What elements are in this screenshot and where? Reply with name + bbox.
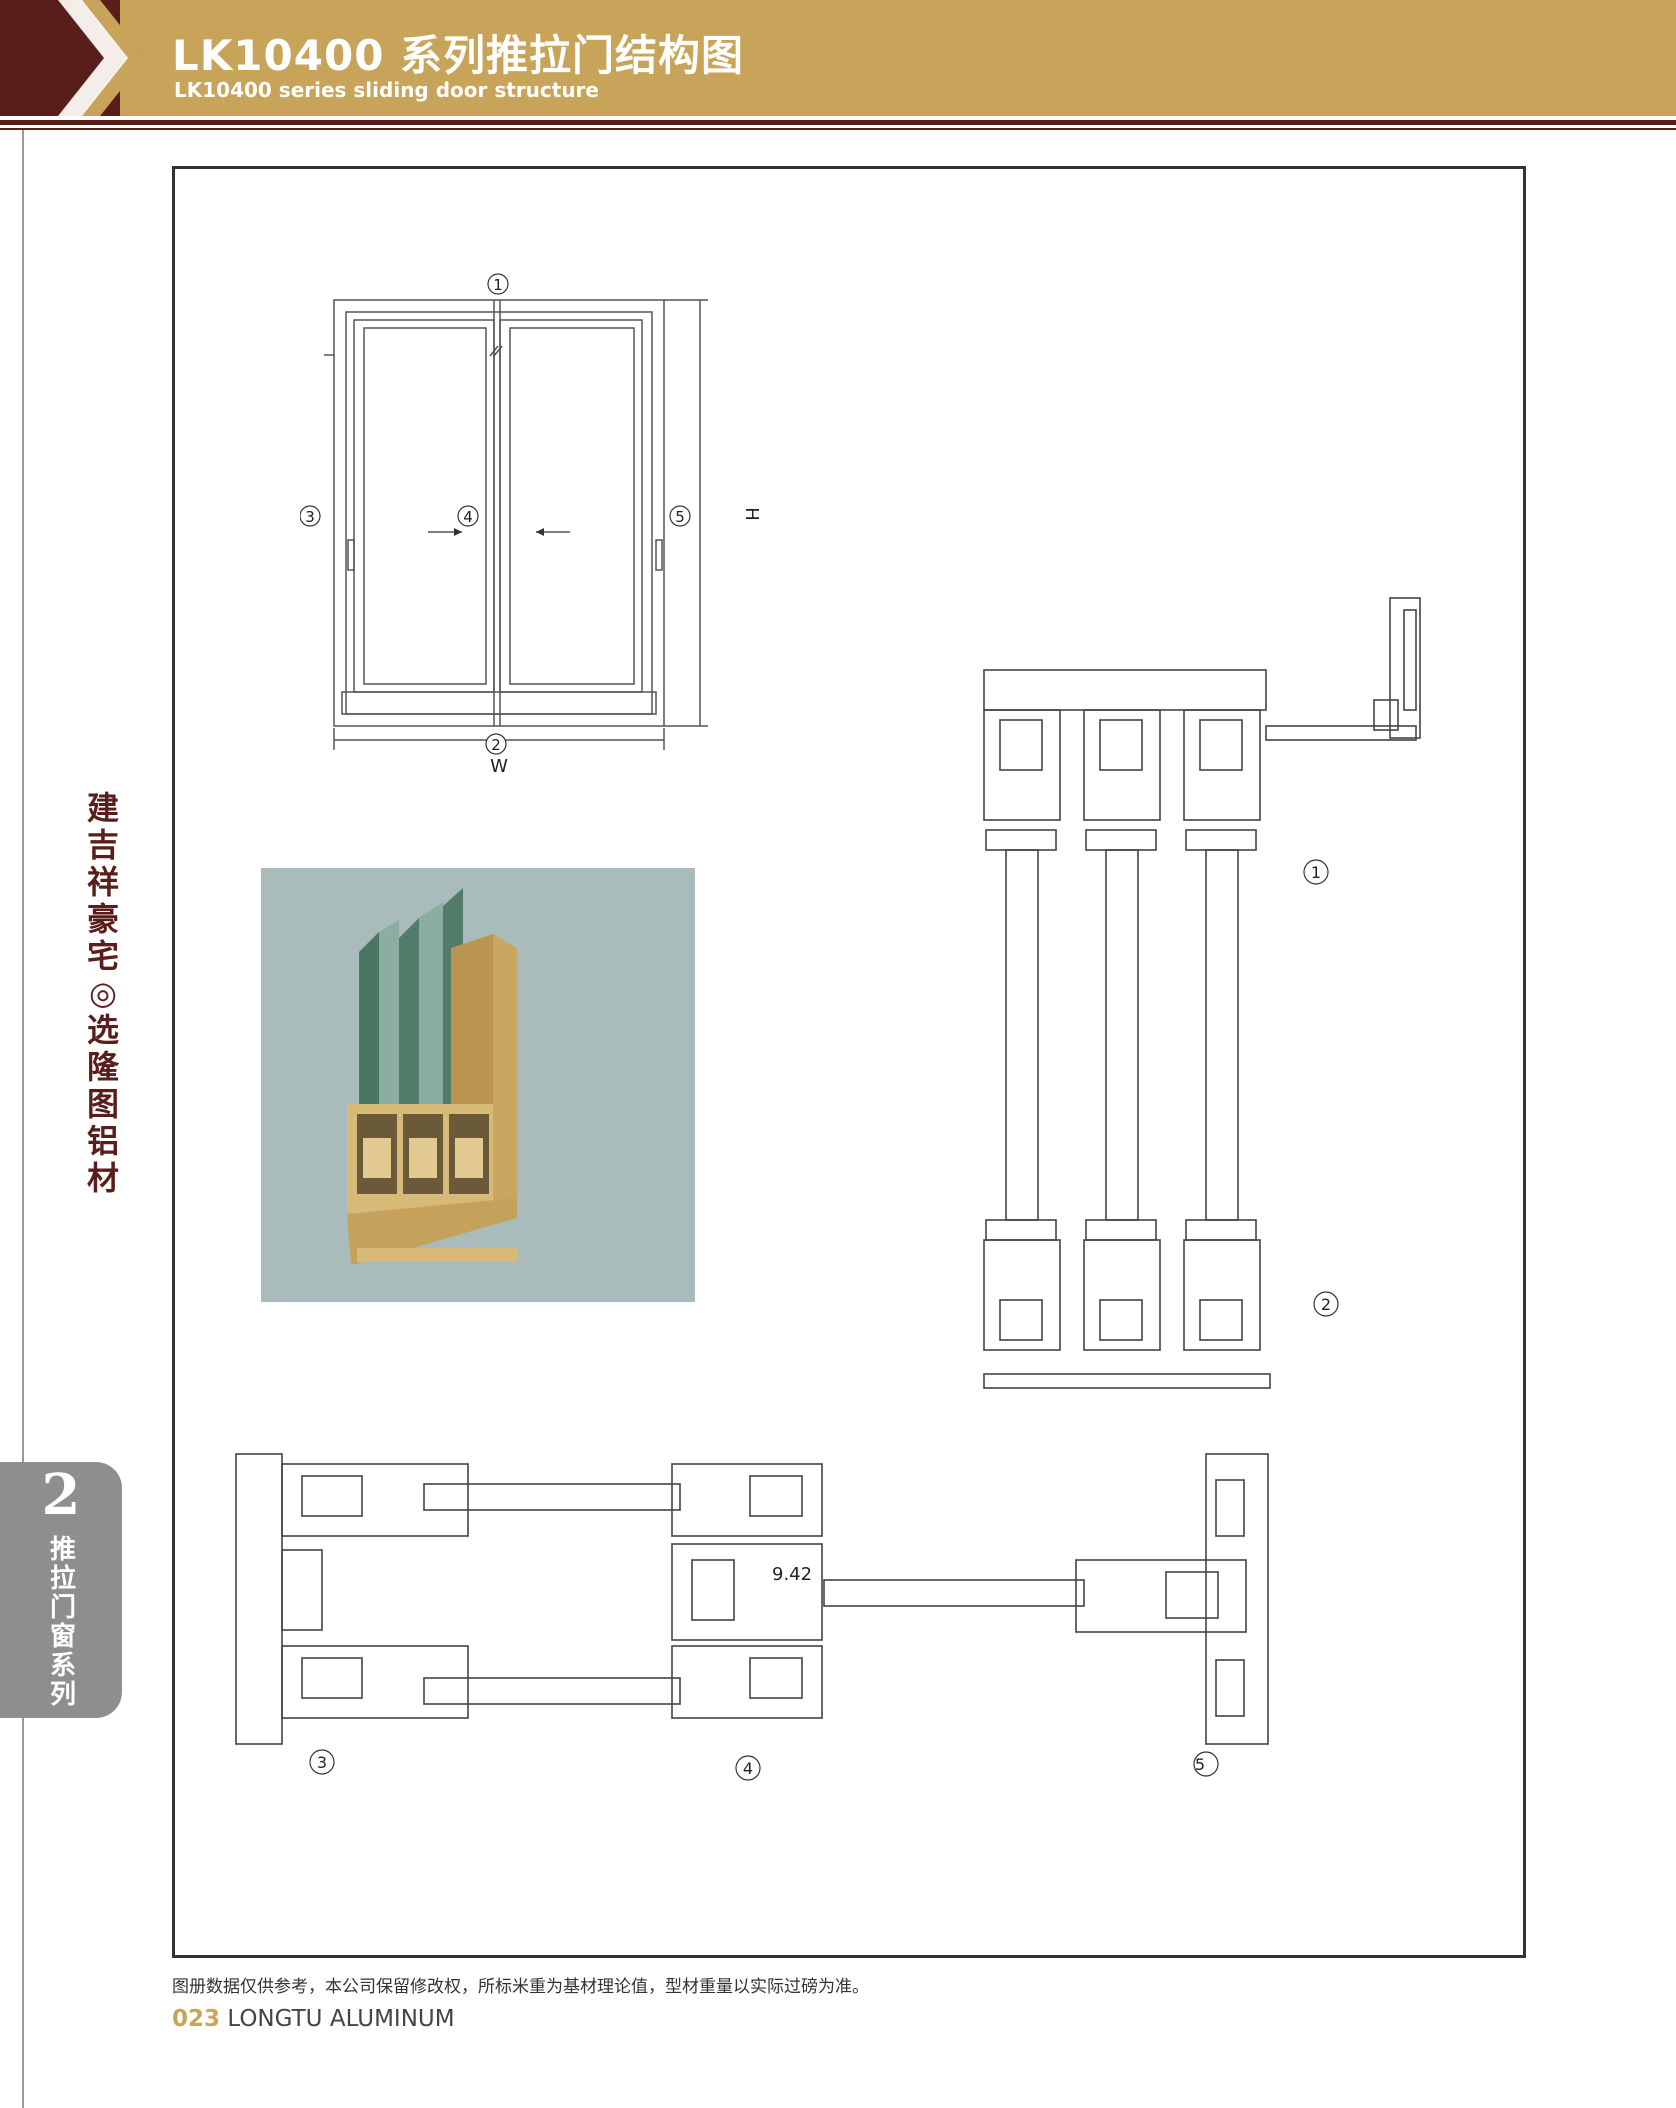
footer-disclaimer: 图册数据仅供参考，本公司保留修改权，所标米重为基材理论值，型材重量以实际过磅为准… [172, 1977, 869, 1997]
drawing-frame [172, 166, 1526, 1958]
section-callout-3: 3 [317, 1753, 327, 1772]
section-tab[interactable] [0, 1462, 122, 1718]
section-number: 2 [41, 1462, 81, 1528]
page-footer: 023 LONGTU ALUMINUM [172, 2006, 455, 2032]
callout-3: 3 [305, 508, 315, 526]
dimension-label: 9.42 [772, 1564, 812, 1585]
profile-photo [261, 868, 695, 1302]
page-number: 023 [172, 2006, 221, 2032]
brand-name: LONGTU ALUMINUM [227, 2006, 455, 2032]
side-slogan: 建吉祥豪宅◎选隆图铝材 [86, 789, 119, 1197]
header-rule [0, 120, 1676, 125]
callout-2: 2 [491, 736, 501, 754]
width-dim-label: W [490, 756, 508, 777]
callout-1: 1 [493, 276, 503, 294]
section-callout-1: 1 [1311, 863, 1321, 882]
page-subtitle: LK10400 series sliding door structure [174, 78, 599, 102]
height-dim-label: H [741, 507, 762, 521]
section-callout-5: 5 [1195, 1755, 1205, 1774]
page-title: LK10400 系列推拉门结构图 [172, 31, 745, 80]
section-callout-4: 4 [743, 1759, 753, 1778]
horizontal-section-drawing: 3 4 5 9.42 [235, 1453, 1269, 1781]
margin-line [22, 130, 24, 2108]
section-label: 推拉门窗系列 [49, 1535, 76, 1710]
header-rule-thin [0, 128, 1676, 130]
profile-render [347, 888, 517, 1264]
header-band [0, 0, 1676, 116]
section-callout-2: 2 [1321, 1295, 1331, 1314]
vertical-section-drawing: 1 2 [983, 597, 1421, 1389]
chevron-arrows-icon [58, 0, 146, 116]
callout-5: 5 [675, 508, 685, 526]
door-elevation-drawing: 1 2 3 4 5 W H [300, 273, 762, 777]
callout-4: 4 [463, 508, 473, 526]
